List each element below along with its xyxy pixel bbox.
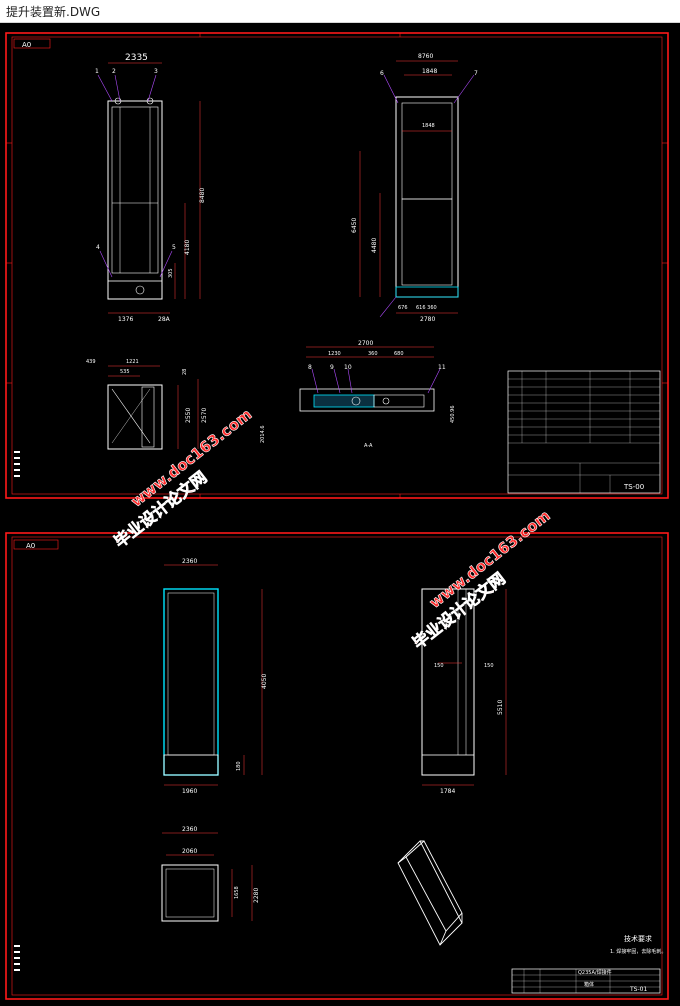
sheet-2-size-box [13, 539, 59, 550]
view3-h1-dim: 1658 [234, 886, 240, 899]
sheet-1-size-tag: A0 [22, 41, 31, 49]
window-title: 提升装置新.DWG [6, 5, 101, 19]
box-top-view: 2360 2060 1658 2280 [161, 826, 260, 922]
section-right-dim: 450.96 [450, 406, 456, 424]
side-view-height-a: 6450 [351, 218, 358, 233]
sheet-2-drawing-no: TS-01 [629, 986, 647, 993]
callout-6: 6 [380, 70, 384, 77]
sheet-1-inner-border [11, 36, 663, 495]
callout-10: 10 [344, 364, 352, 371]
section-d1: 1230 [328, 351, 341, 357]
sheet-2-inner-border [11, 536, 663, 996]
callout-4: 4 [96, 244, 100, 251]
view2-bottom-dim: 1784 [440, 788, 455, 795]
sheet-1-drawing-no: TS-00 [623, 483, 644, 491]
box-side-view: 230 150 150 5510 1784 [421, 578, 507, 795]
drawing-canvas[interactable]: A0 2335 8480 4180 305 [0, 23, 680, 1006]
front-view-base-right: 28A [158, 316, 171, 323]
front-view-height-mid: 4180 [184, 240, 191, 255]
view1-bottom-dim: 1960 [182, 788, 197, 795]
sheet-1-title-block: TS-00 [507, 370, 661, 494]
front-view-base-left: 1376 [118, 316, 133, 323]
plan-view: 439 1221 535 28 2550 2570 [86, 359, 208, 450]
view3-outer-dim: 2360 [182, 826, 197, 833]
side-view-top-width: 8760 [418, 53, 433, 60]
view1-base-dim: 180 [236, 761, 242, 771]
plan-dim-1: 1221 [126, 359, 139, 365]
view3-h2-dim: 2280 [253, 888, 260, 903]
section-mark: A-A [364, 443, 373, 449]
callout-7: 7 [474, 70, 478, 77]
sheet-2-title-block: Q235A/焊接件 箱体 TS-01 [511, 968, 661, 994]
plan-dim-3: 28 [182, 369, 188, 375]
window-title-bar: 提升装置新.DWG [0, 0, 680, 23]
sheet-1-size-box [13, 38, 51, 49]
plan-dim-5: 2570 [201, 408, 208, 423]
sheet-2-material: Q235A/焊接件 [578, 969, 612, 976]
tech-notes-line: 1. 焊接牢固，去除毛刺。 [610, 948, 666, 955]
section-left-dim: 2014.6 [260, 426, 266, 444]
cad-drawing: A0 2335 8480 4180 305 [5, 32, 669, 1000]
sheet-1: A0 2335 8480 4180 305 [5, 32, 669, 499]
front-view-width-dim: 2335 [125, 53, 148, 63]
side-view-inner2: 1848 [422, 123, 435, 129]
view2-height-dim: 5510 [497, 700, 504, 715]
view1-height-dim: 4050 [261, 674, 268, 689]
sheet-1-outer-border [5, 32, 669, 499]
watermark-2: 毕业设计论文网 www.doc163.com [409, 506, 554, 653]
box-isometric-view [397, 840, 463, 946]
front-view-height-small: 305 [168, 268, 174, 278]
view2-left-dim: 150 [434, 663, 444, 669]
tech-notes-title: 技术要求 [624, 934, 652, 943]
front-view-height-total: 8480 [199, 188, 206, 203]
sheet-1-revision-bars [14, 451, 20, 477]
view2-right-dim: 150 [484, 663, 494, 669]
front-view: 2335 8480 4180 305 1376 28A 1 2 [95, 53, 206, 323]
section-overall: 2700 [358, 340, 373, 347]
side-view-base-dim-1: 676 [398, 305, 408, 311]
plan-dim-2: 535 [120, 369, 130, 375]
sheet-2: A0 2360 4050 180 1960 230 150 [5, 532, 669, 1000]
callout-3: 3 [154, 68, 158, 75]
view3-inner-dim: 2060 [182, 848, 197, 855]
section-view: 2700 1230 360 680 8 9 10 11 2014.6 450.9… [260, 340, 456, 449]
section-d2: 360 [368, 351, 378, 357]
plan-dim-4: 2550 [185, 408, 192, 423]
callout-9: 9 [330, 364, 334, 371]
callout-8: 8 [308, 364, 312, 371]
callout-1: 1 [95, 68, 99, 75]
sheet-1-edge-marks [6, 33, 668, 498]
side-view: 8760 1848 1848 6450 4480 676 616 360 278… [351, 53, 478, 323]
box-front-view: 2360 4050 180 1960 [163, 558, 268, 795]
sheet-2-part-name: 箱体 [584, 981, 594, 988]
sheet-2-revision-bars [14, 945, 20, 971]
side-view-height-b: 4480 [371, 238, 378, 253]
callout-5: 5 [172, 244, 176, 251]
sheet-2-outer-border [5, 532, 669, 1000]
callout-11: 11 [438, 364, 446, 371]
section-d3: 680 [394, 351, 404, 357]
sheet-2-size-tag: A0 [26, 542, 35, 550]
plan-dim-0: 439 [86, 359, 96, 365]
view2-top-dim: 230 [486, 578, 498, 585]
side-view-base-dim-2: 616 360 [416, 305, 437, 311]
callout-2: 2 [112, 68, 116, 75]
view1-top-dim: 2360 [182, 558, 197, 565]
side-view-base-width: 2780 [420, 316, 435, 323]
side-view-top-inner: 1848 [422, 68, 437, 75]
